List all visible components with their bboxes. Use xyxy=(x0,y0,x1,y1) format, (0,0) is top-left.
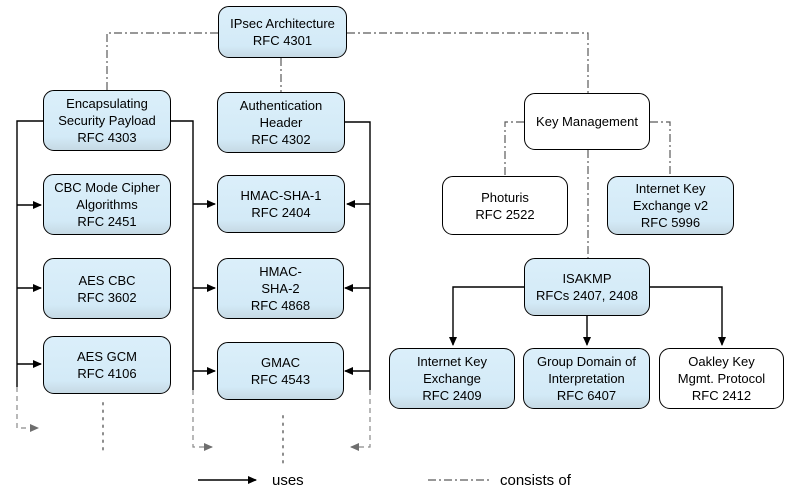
legend-consists-of-label: consists of xyxy=(500,472,571,489)
node-hmac-sha2-label: HMAC- SHA-2 RFC 4868 xyxy=(250,264,311,313)
rail-ah-right-continuation xyxy=(350,390,371,451)
node-aes-gcm-label: AES GCM RFC 4106 xyxy=(77,349,137,381)
node-key-management-label: Key Management xyxy=(536,114,638,129)
edge-ipsec-to-keymgmt xyxy=(347,32,589,93)
node-isakmp: ISAKMP RFCs 2407, 2408 xyxy=(524,258,650,316)
node-oakley-label: Oakley Key Mgmt. Protocol RFC 2412 xyxy=(677,354,766,403)
node-hmac-sha1-label: HMAC-SHA-1 RFC 2404 xyxy=(240,188,322,220)
rail-ah-right xyxy=(345,121,371,390)
node-gdoi-label: Group Domain of Interpretation RFC 6407 xyxy=(537,354,636,403)
legend-uses-label: uses xyxy=(272,472,304,489)
node-key-management: Key Management xyxy=(524,93,650,150)
edge-keymgmt-to-photuris xyxy=(504,121,524,176)
node-ike: Internet Key Exchange RFC 2409 xyxy=(389,348,515,409)
edge-isakmp-to-oakley xyxy=(650,286,726,346)
node-esp-label: Encapsulating Security Payload RFC 4303 xyxy=(58,96,156,145)
edge-isakmp-to-ike xyxy=(449,286,524,346)
node-isakmp-label: ISAKMP RFCs 2407, 2408 xyxy=(536,271,638,303)
node-gmac-label: GMAC RFC 4543 xyxy=(250,355,311,387)
node-aes-cbc-label: AES CBC RFC 3602 xyxy=(77,272,137,305)
rail-esp-left-continuation xyxy=(16,387,39,432)
node-photuris-label: Photuris RFC 2522 xyxy=(475,189,535,222)
node-aes-cbc: AES CBC RFC 3602 xyxy=(43,258,171,319)
node-auth-header: Authentication Header RFC 4302 xyxy=(217,92,345,153)
edge-ipsec-to-esp xyxy=(106,32,218,90)
node-hmac-sha1: HMAC-SHA-1 RFC 2404 xyxy=(217,175,345,233)
node-esp: Encapsulating Security Payload RFC 4303 xyxy=(43,90,171,151)
rail-esp-right-continuation xyxy=(192,390,213,451)
node-gmac: GMAC RFC 4543 xyxy=(217,342,344,400)
node-ipsec-architecture: IPsec Architecture RFC 4301 xyxy=(218,6,347,58)
node-gdoi: Group Domain of Interpretation RFC 6407 xyxy=(523,348,650,409)
rail-esp-left xyxy=(16,120,43,387)
node-photuris: Photuris RFC 2522 xyxy=(442,176,568,235)
node-oakley: Oakley Key Mgmt. Protocol RFC 2412 xyxy=(659,348,784,409)
node-aes-gcm: AES GCM RFC 4106 xyxy=(43,336,171,394)
node-cbc-mode-label: CBC Mode Cipher Algorithms RFC 2451 xyxy=(54,180,160,229)
node-hmac-sha2: HMAC- SHA-2 RFC 4868 xyxy=(217,258,344,319)
node-ipsec-architecture-label: IPsec Architecture RFC 4301 xyxy=(230,16,335,48)
node-ike-label: Internet Key Exchange RFC 2409 xyxy=(416,354,488,403)
node-ike-v2-label: Internet Key Exchange v2 RFC 5996 xyxy=(632,181,709,230)
edge-keymgmt-to-ikev2 xyxy=(650,121,671,176)
node-cbc-mode: CBC Mode Cipher Algorithms RFC 2451 xyxy=(43,174,171,235)
node-auth-header-label: Authentication Header RFC 4302 xyxy=(239,98,323,147)
rail-esp-right xyxy=(171,120,194,390)
node-ike-v2: Internet Key Exchange v2 RFC 5996 xyxy=(607,176,734,235)
